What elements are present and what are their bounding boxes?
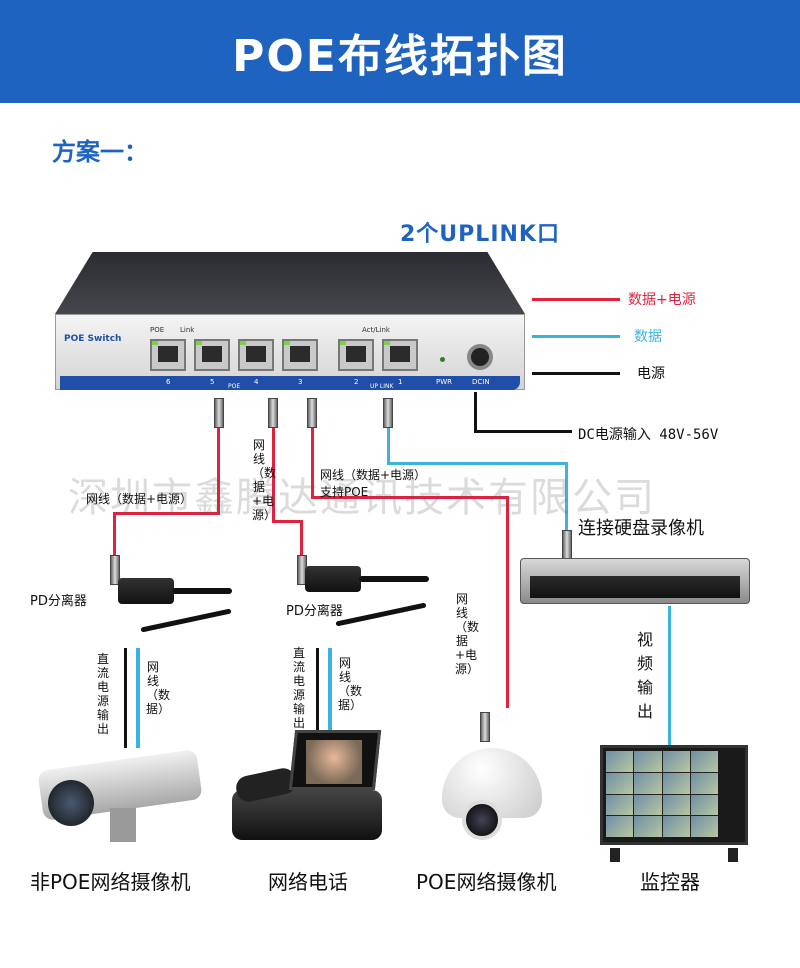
splitter-cable bbox=[359, 576, 429, 582]
splitter-cable bbox=[140, 608, 232, 633]
cable-blue bbox=[565, 462, 568, 532]
cable-label-support-1: 网线（数据+电源） bbox=[320, 468, 427, 482]
port-number: 1 bbox=[398, 378, 403, 386]
poe-label: POE bbox=[150, 326, 165, 334]
pd-splitter-1 bbox=[118, 578, 174, 604]
legend-text-data: 数据 bbox=[634, 329, 662, 345]
cable-red bbox=[272, 520, 302, 523]
actlink-label: Act/Link bbox=[362, 326, 390, 334]
dc-wire-vertical bbox=[474, 392, 477, 432]
legend-line-data bbox=[532, 335, 620, 338]
rj45-plug bbox=[480, 712, 490, 742]
camera-lens bbox=[48, 780, 94, 826]
device-label-monitor: 监控器 bbox=[640, 870, 700, 894]
legend-line-power bbox=[532, 372, 620, 375]
pd-splitter-label-2: PD分离器 bbox=[286, 604, 343, 619]
cable-red bbox=[300, 520, 303, 560]
uplink-label: 2个UPLINK口 bbox=[400, 222, 560, 247]
page-title: POE布线拓扑图 bbox=[232, 30, 568, 82]
phone-screen-image bbox=[306, 740, 362, 784]
legend-line-data-power bbox=[532, 298, 620, 301]
cable-blue bbox=[387, 428, 390, 464]
cable-red bbox=[311, 496, 509, 499]
rj45-plug bbox=[562, 530, 572, 560]
video-output-label: 视频输出 bbox=[636, 630, 653, 721]
cable-label-dome: 网线（数据+电源） bbox=[455, 592, 480, 676]
port-led bbox=[384, 341, 390, 345]
data-output-wire bbox=[328, 648, 332, 738]
splitter-cable bbox=[172, 588, 232, 594]
port-number: 4 bbox=[254, 378, 259, 386]
cable-label-support-2: 支持POE bbox=[320, 485, 369, 499]
monitor-foot bbox=[610, 848, 620, 862]
device-label-poe-camera: POE网络摄像机 bbox=[416, 870, 557, 894]
cable-label-vertical: 网线（数据+电源） bbox=[252, 438, 277, 522]
port-led bbox=[340, 341, 346, 345]
switch-brand: POE Switch bbox=[64, 334, 122, 344]
switch-top-panel bbox=[55, 252, 525, 314]
rj45-plug bbox=[214, 398, 224, 428]
rj45-plug bbox=[307, 398, 317, 428]
link-label: Link bbox=[180, 326, 195, 334]
cable-red bbox=[272, 428, 275, 522]
dc-output-label-1: 直流电源输出 bbox=[96, 652, 109, 736]
splitter-cable bbox=[335, 602, 427, 627]
dcin-label: DCIN bbox=[472, 378, 490, 386]
ethernet-port-1 bbox=[382, 339, 418, 371]
scheme-title: 方案一： bbox=[52, 138, 148, 166]
data-output-wire bbox=[136, 648, 140, 748]
dc-input-label: DC电源输入 48V-56V bbox=[578, 427, 719, 443]
cable-blue bbox=[387, 462, 567, 465]
dome-lens bbox=[462, 800, 502, 840]
dc-output-wire bbox=[316, 648, 319, 738]
port-number: 2 bbox=[354, 378, 359, 386]
switch-port-stripe bbox=[60, 376, 520, 390]
port-led bbox=[240, 341, 246, 345]
net-data-label-1: 网线（数据） bbox=[146, 660, 171, 716]
video-output-wire bbox=[668, 606, 671, 746]
dvr-label: 连接硬盘录像机 bbox=[578, 518, 704, 539]
pd-splitter-label-1: PD分离器 bbox=[30, 594, 87, 609]
legend-text-power: 电源 bbox=[637, 366, 665, 382]
dc-output-label-2: 直流电源输出 bbox=[292, 646, 305, 730]
watermark: 深圳市鑫腾达通讯技术有限公司 bbox=[68, 475, 656, 521]
device-label-ip-phone: 网络电话 bbox=[268, 870, 348, 894]
dc-wire-horizontal bbox=[474, 430, 572, 433]
net-data-label-2: 网线（数据） bbox=[338, 656, 363, 712]
cable-red bbox=[506, 496, 509, 708]
port-led bbox=[284, 341, 290, 345]
rj45-plug bbox=[383, 398, 393, 428]
monitor-screen bbox=[606, 751, 718, 837]
dc-output-wire bbox=[124, 648, 127, 748]
port-led bbox=[152, 341, 158, 345]
pwr-label: PWR bbox=[436, 378, 453, 386]
cable-red bbox=[113, 512, 116, 560]
legend-text-data-power: 数据+电源 bbox=[628, 292, 696, 308]
port-led bbox=[196, 341, 202, 345]
rj45-plug bbox=[268, 398, 278, 428]
pwr-led bbox=[440, 357, 445, 362]
cable-red bbox=[113, 512, 220, 515]
uplink-group-label: UP LINK bbox=[370, 383, 394, 390]
device-label-non-poe-camera: 非POE网络摄像机 bbox=[30, 870, 191, 894]
port-number: 6 bbox=[166, 378, 171, 386]
rj45-plug bbox=[110, 555, 120, 585]
pd-splitter-2 bbox=[305, 566, 361, 592]
monitor-foot bbox=[728, 848, 738, 862]
header-banner: POE布线拓扑图 bbox=[0, 0, 800, 103]
dc-jack bbox=[467, 344, 493, 370]
cable-label-1: 网线（数据+电源） bbox=[86, 492, 193, 506]
camera-mount bbox=[110, 808, 136, 842]
cable-red bbox=[217, 428, 220, 514]
dvr-front-panel bbox=[530, 576, 740, 598]
port-number: 5 bbox=[210, 378, 215, 386]
cable-red bbox=[311, 428, 314, 498]
port-number: 3 bbox=[298, 378, 303, 386]
poe-group-label: POE bbox=[228, 383, 241, 390]
